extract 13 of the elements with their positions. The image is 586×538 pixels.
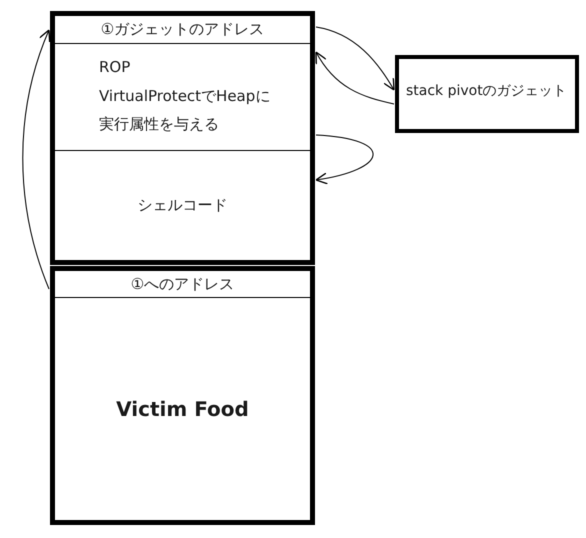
memory-block xyxy=(50,11,315,265)
section-label: ①へのアドレス xyxy=(130,274,234,294)
section-label: ROP xyxy=(99,57,130,78)
block-title: Victim Food xyxy=(116,397,249,421)
arrow xyxy=(315,51,394,104)
box-label: stack pivotのガジェット xyxy=(406,82,567,100)
section-text: VirtualProtectでHeapに実行属性を与える xyxy=(99,86,272,135)
section-text: シェルコード xyxy=(138,196,228,215)
arrow xyxy=(316,26,395,91)
arrow xyxy=(22,29,51,290)
gadget-box xyxy=(395,55,579,133)
section-label: ①ガジェットのアドレス xyxy=(100,20,264,39)
arrow xyxy=(315,134,374,184)
